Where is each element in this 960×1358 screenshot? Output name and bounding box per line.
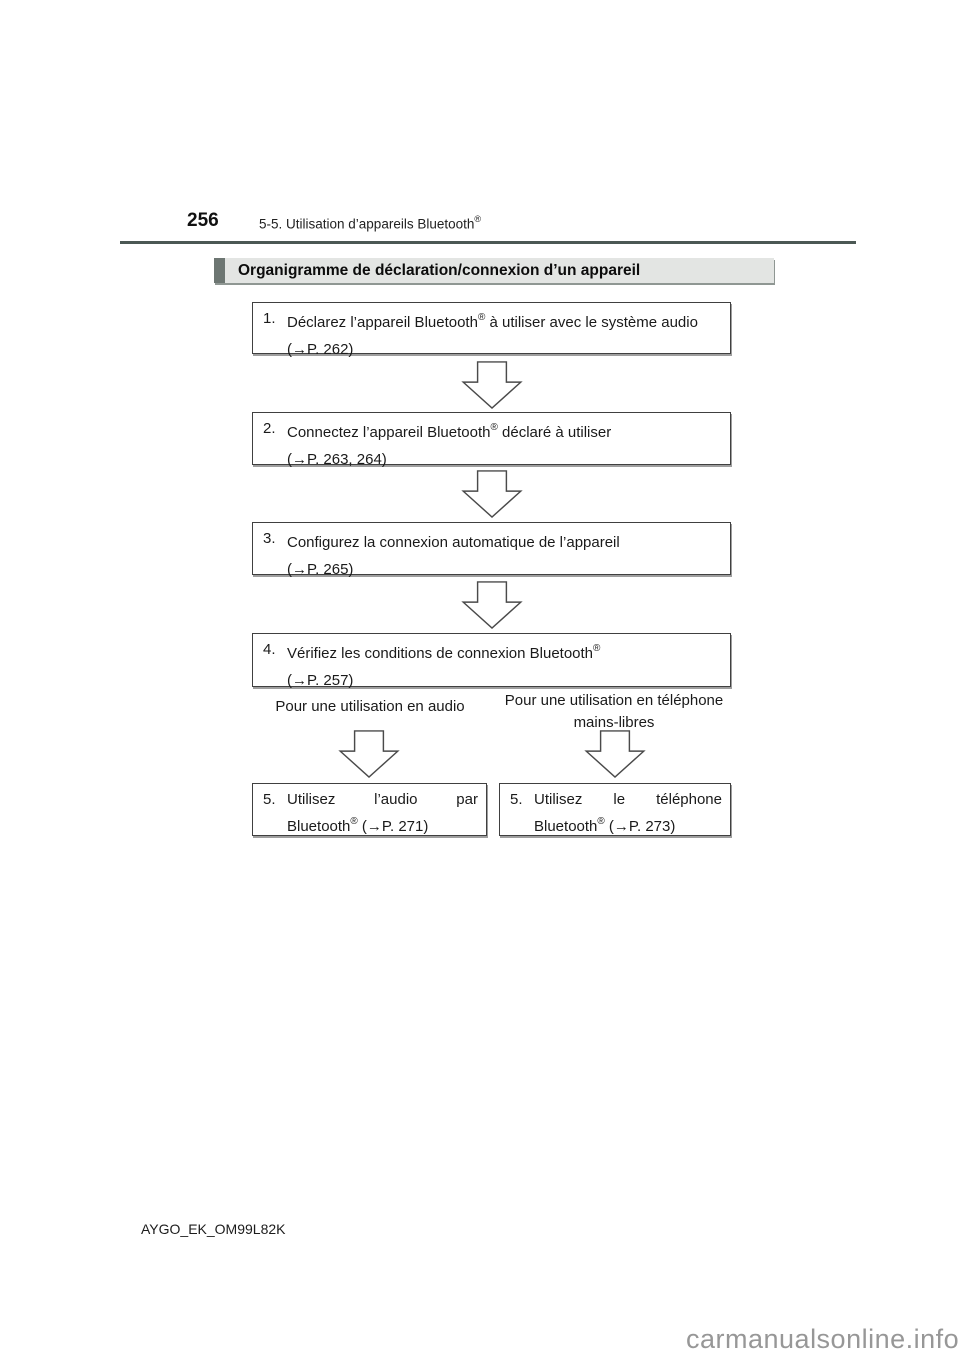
flow-step-3: 3. Configurez la connexion automatique d… [252, 522, 731, 578]
step-text: Vérifiez les conditions de connexion Blu… [287, 638, 722, 665]
ref-text: Bluetooth [287, 818, 351, 835]
branch-label-phone: Pour une utilisation en téléphone mains-… [494, 690, 734, 734]
registered-mark: ® [474, 214, 482, 224]
header-divider-line [120, 241, 856, 244]
step-page-ref: Bluetooth® (→P. 271) [287, 811, 478, 838]
chapter-title: 5-5. Utilisation d’appareils Bluetooth® [259, 214, 482, 232]
step-number: 4. [263, 641, 276, 658]
step-text-main: Vérifiez les conditions de connexion Blu… [287, 645, 594, 662]
down-arrow-icon [584, 730, 646, 778]
flow-step-2: 2. Connectez l’appareil Bluetooth® décla… [252, 412, 731, 468]
registered-mark: ® [490, 422, 498, 433]
registered-mark: ® [597, 816, 605, 827]
ref-text: (→P. 262) [287, 341, 354, 358]
step-page-ref: (→P. 257) [287, 665, 722, 692]
branch-label-phone-line2: mains-libres [573, 714, 655, 731]
step-number: 3. [263, 530, 276, 547]
ref-text: (→P. 265) [287, 561, 354, 578]
watermark: carmanualsonline.info [686, 1324, 960, 1354]
step-text: Utilisez l’audio par [287, 788, 478, 811]
chapter-title-text: 5-5. Utilisation d’appareils Bluetooth [259, 216, 475, 232]
registered-mark: ® [593, 643, 601, 654]
registered-mark: ® [350, 816, 358, 827]
step-text-main: Déclarez l’appareil Bluetooth [287, 314, 478, 331]
ref-tail: (→P. 271) [357, 818, 429, 835]
down-arrow-icon [461, 361, 523, 409]
step-text-main: Utilisez le téléphone [534, 791, 722, 808]
step-text: Connectez l’appareil Bluetooth® déclaré … [287, 417, 722, 444]
page-number: 256 [187, 210, 219, 231]
ref-text: Bluetooth [534, 818, 598, 835]
step-number: 5. [510, 791, 523, 808]
section-title: Organigramme de déclaration/connexion d’… [238, 262, 641, 279]
ref-text: (→P. 257) [287, 672, 354, 689]
step-page-ref: Bluetooth® (→P. 273) [534, 811, 722, 838]
flow-step-4: 4. Vérifiez les conditions de connexion … [252, 633, 731, 689]
step-text: Utilisez le téléphone [534, 788, 722, 811]
down-arrow-icon [461, 470, 523, 518]
flow-step-5-audio: 5. Utilisez l’audio par Bluetooth® (→P. … [252, 783, 487, 836]
branch-label-audio: Pour une utilisation en audio [275, 698, 465, 715]
ref-text: (→P. 263, 264) [287, 451, 387, 468]
step-page-ref: (→P. 263, 264) [287, 444, 722, 471]
step-page-ref: (→P. 265) [287, 554, 722, 581]
step-text: Configurez la connexion automatique de l… [287, 527, 722, 554]
down-arrow-icon [338, 730, 400, 778]
ref-tail: (→P. 273) [604, 818, 676, 835]
down-arrow-icon [461, 581, 523, 629]
step-text-main: Utilisez l’audio par [287, 791, 478, 808]
step-number: 2. [263, 420, 276, 437]
step-number: 5. [263, 791, 276, 808]
registered-mark: ® [477, 312, 486, 323]
step-text-tail: à utiliser avec le système audio [485, 314, 698, 331]
section-title-bar: Organigramme de déclaration/connexion d’… [214, 258, 774, 283]
step-number: 1. [263, 310, 276, 327]
step-page-ref: (→P. 262) [287, 334, 722, 361]
step-text-main: Configurez la connexion automatique de l… [287, 534, 620, 551]
document-code: AYGO_EK_OM99L82K [141, 1221, 286, 1237]
step-text: Déclarez l’appareil Bluetooth® à utilise… [287, 307, 722, 334]
step-text-main: Connectez l’appareil Bluetooth [287, 424, 491, 441]
flow-step-5-phone: 5. Utilisez le téléphone Bluetooth® (→P.… [499, 783, 731, 836]
branch-label-phone-line1: Pour une utilisation en téléphone [504, 692, 724, 709]
step-text-tail: déclaré à utiliser [497, 424, 612, 441]
flow-step-1: 1. Déclarez l’appareil Bluetooth® à util… [252, 302, 731, 358]
